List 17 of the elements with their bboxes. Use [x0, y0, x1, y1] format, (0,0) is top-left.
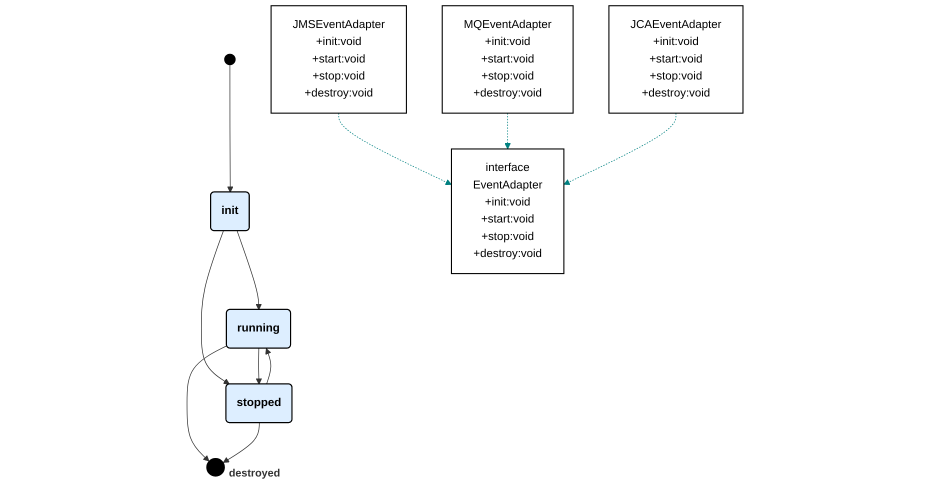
node-box: interface EventAdapter +init:void +start:void +stop:void +destroy:void [450, 148, 564, 274]
arrow [504, 112, 511, 150]
arrow [338, 112, 452, 185]
arrow [564, 112, 676, 185]
arrow [265, 348, 272, 385]
state-caption: destroyed [228, 467, 280, 480]
node-circle [224, 54, 236, 66]
arrow [236, 230, 262, 310]
arrow [256, 348, 262, 385]
node-box: MQEventAdapter +init:void +start:void +stop:void +destroy:void [442, 5, 574, 114]
node-circle [206, 458, 225, 477]
arrow [227, 64, 234, 193]
node-box: JMSEventAdapter +init:void +start:void +stop:void +destroy:void [270, 5, 407, 114]
arrow [222, 422, 260, 463]
node-box: JCAEventAdapter +init:void +start:void +stop:void +destroy:void [608, 5, 744, 114]
arrow [200, 230, 230, 385]
arrow [186, 345, 228, 462]
